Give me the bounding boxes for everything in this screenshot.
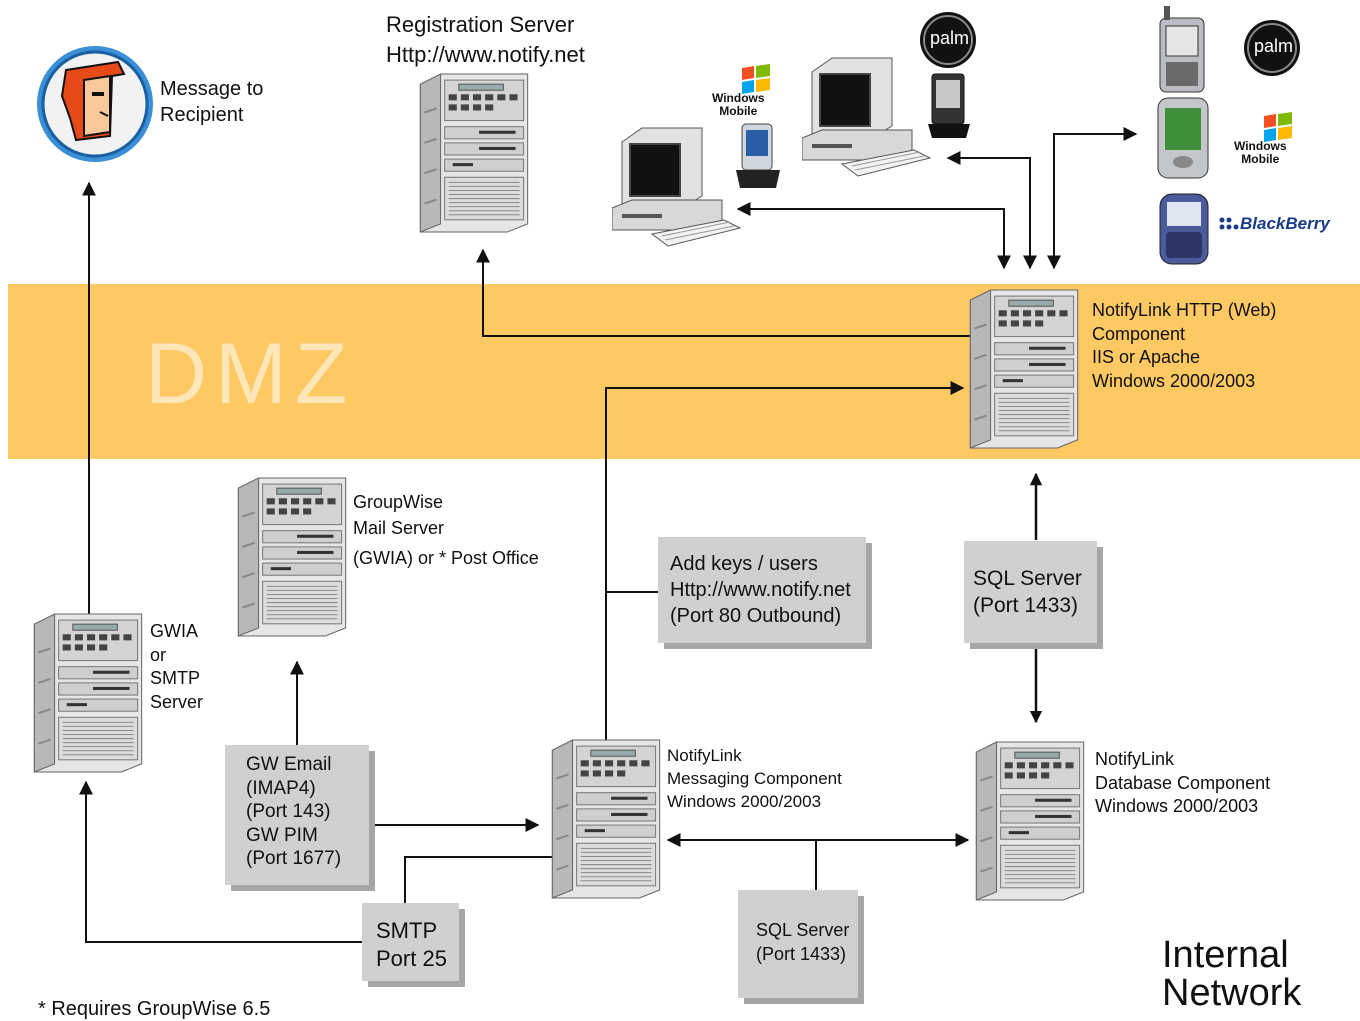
groupwise-server-icon (237, 477, 347, 637)
connection-lines (79, 127, 1138, 943)
arrow-web-to-desktop2 (946, 151, 1037, 270)
notifylink-web-label: NotifyLink HTTP (Web)Component IIS or Ap… (1092, 300, 1277, 391)
windows-flag-icon (742, 64, 770, 94)
dmz-label: DMZ (145, 326, 356, 422)
ipaq-pocketpc-icon (1157, 97, 1209, 179)
arrow-web-to-registration (476, 248, 975, 337)
dmz-band (8, 284, 1360, 459)
palm-logo-icon (1244, 20, 1300, 76)
palm-wordmark: palm (1254, 36, 1294, 56)
treo-phone-icon (1159, 6, 1205, 93)
arrow-smtp-to-gwia (79, 780, 362, 943)
windows-flag-icon (1264, 112, 1292, 142)
palm-cradle-icon (928, 73, 970, 138)
registration-server-icon (419, 73, 529, 233)
arrow-web-to-desktop1 (736, 202, 1011, 270)
arrow-web-to-handhelds (1047, 127, 1138, 270)
pocketpc-cradle-icon (736, 123, 780, 188)
arrow-messaging-to-web (605, 381, 965, 740)
footnote: * Requires GroupWise 6.5 (38, 998, 271, 1020)
blackberry-logo-icon (1219, 217, 1239, 230)
sql-server-web-box: SQL Server(Port 1433) (964, 541, 1097, 643)
sql-server-db-box: SQL Server(Port 1433) (738, 890, 858, 998)
messaging-server-icon (551, 739, 661, 899)
palm-logo-icon (920, 12, 976, 68)
gwia-server-icon (33, 613, 143, 773)
desktop-computer-icon (802, 57, 931, 177)
palm-wordmark: palm (930, 28, 970, 48)
blackberry-device-icon (1159, 193, 1209, 265)
gw-email-box: GW Email(IMAP4) (Port 143)GW PIM (Port 1… (225, 745, 369, 885)
database-server-icon (975, 741, 1085, 901)
notifylink-web-server-icon (969, 289, 1079, 449)
desktop-computer-icon (612, 127, 741, 247)
recipient-avatar-icon (37, 46, 153, 162)
blackberry-wordmark: BlackBerry (1240, 214, 1330, 233)
line-smtp-to-messaging (404, 856, 555, 903)
